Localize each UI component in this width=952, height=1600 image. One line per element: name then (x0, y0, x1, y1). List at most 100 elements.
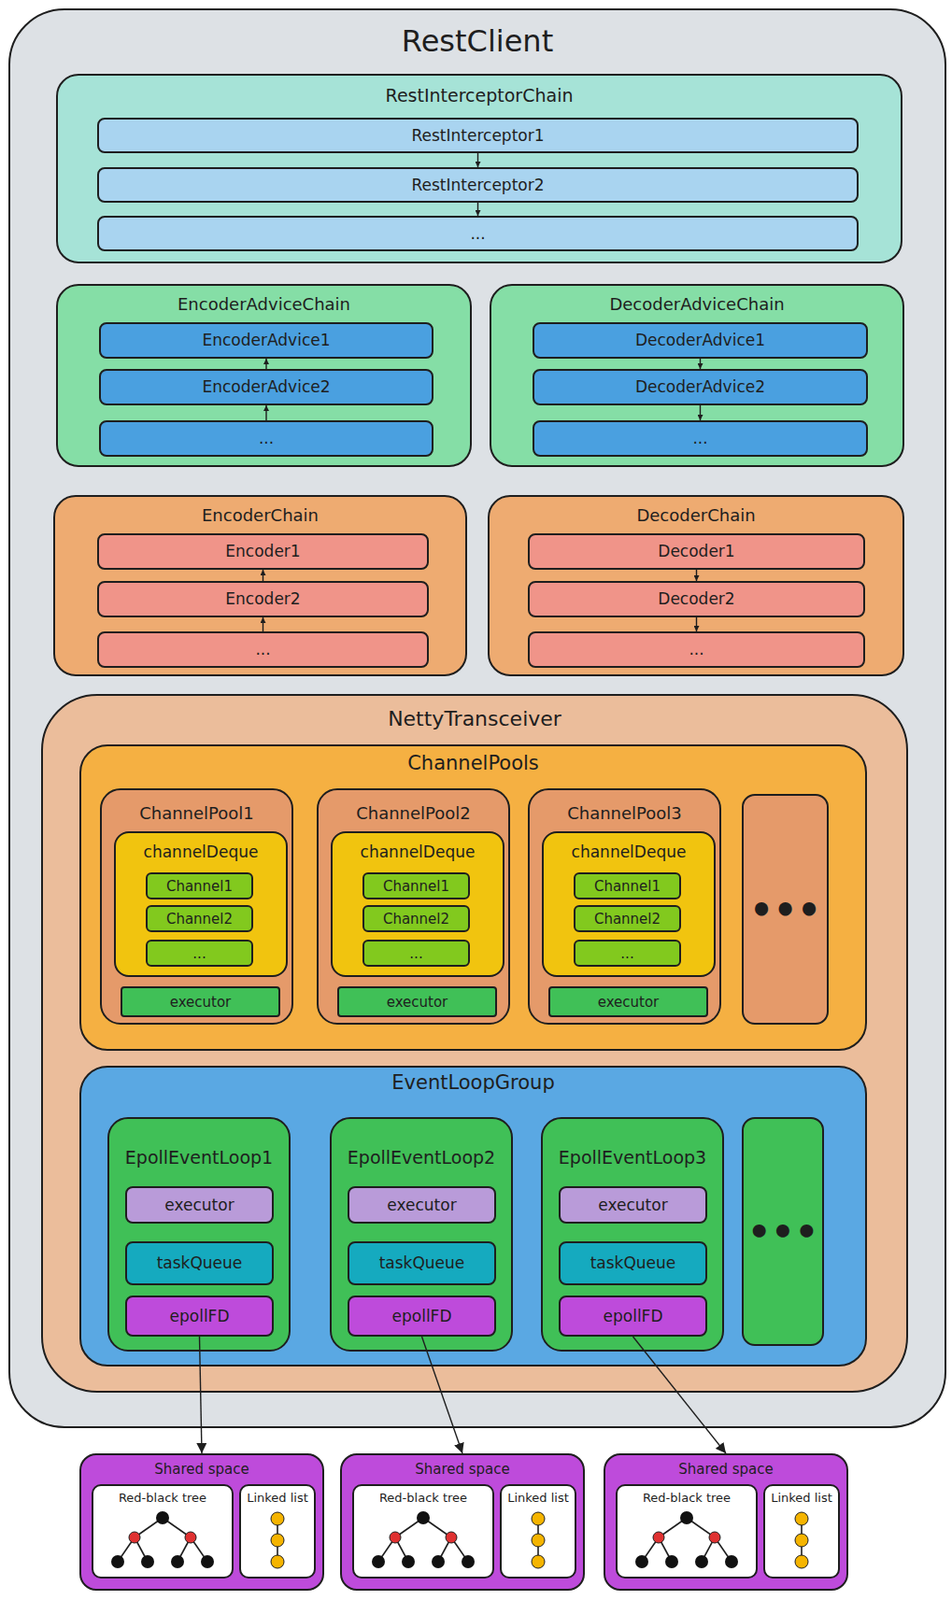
box-label: ... (99, 639, 427, 659)
box-title: channelDeque (543, 833, 714, 862)
container-box: Red-black tree (615, 1484, 758, 1579)
process-box: taskQueue (347, 1241, 497, 1286)
process-box: EncoderAdvice1 (99, 322, 434, 359)
process-box: executor (558, 1186, 708, 1224)
process-box: ... (97, 631, 429, 668)
process-box: executor (347, 1186, 497, 1224)
process-box: Channel2 (145, 905, 254, 933)
box-title: EpollEventLoop2 (331, 1119, 512, 1169)
process-box: ... (573, 939, 682, 967)
container-box: Red-black tree (352, 1484, 495, 1579)
container-box: Channel1Channel2...channelDeque (541, 831, 716, 978)
flow-arrow (696, 617, 697, 632)
process-box: executor (548, 986, 709, 1018)
process-box: taskQueue (125, 1241, 274, 1286)
box-label: ... (99, 224, 857, 243)
container-box: Channel1Channel2...channelDeque (330, 831, 505, 978)
red-black-tree (111, 1511, 214, 1569)
process-box: EncoderAdvice2 (99, 369, 434, 406)
container-box: Channel1Channel2...channelDequeexecutorC… (41, 694, 909, 1393)
linked-list (531, 1512, 545, 1569)
process-box: epollFD (347, 1295, 497, 1337)
box-title: Shared space (341, 1455, 583, 1478)
box-label: ... (364, 945, 469, 963)
box-title: Red-black tree (354, 1486, 493, 1507)
process-box: DecoderAdvice1 (532, 322, 868, 359)
box-title: ChannelPool2 (318, 790, 509, 825)
process-box: Decoder2 (527, 581, 866, 618)
process-box: Channel2 (573, 905, 682, 933)
box-title: RestClient (10, 10, 945, 59)
box-label: epollFD (560, 1307, 706, 1326)
process-box: executor (125, 1186, 274, 1224)
flow-arrow (699, 358, 701, 370)
container-box: Red-black tree (91, 1484, 234, 1579)
box-title: EventLoopGroup (81, 1067, 866, 1095)
box-label: ••• (743, 891, 827, 929)
box-label: taskQueue (560, 1253, 706, 1273)
box-title: Linked list (241, 1486, 314, 1507)
container-box: Linked list (763, 1484, 840, 1579)
box-label: executor (122, 994, 279, 1011)
container-box: Decoder1Decoder2... DecoderChain (487, 495, 905, 677)
box-title: RestInterceptorChain (57, 75, 901, 107)
flow-arrow (422, 1336, 464, 1454)
box-title: DecoderChain (489, 497, 903, 526)
box-label: executor (349, 1195, 495, 1215)
flow-arrow (265, 358, 267, 370)
box-label: executor (560, 1195, 706, 1215)
flow-arrow (199, 1336, 203, 1454)
box-title: EncoderAdviceChain (57, 285, 470, 315)
box-label: ••• (743, 1213, 823, 1251)
box-label: EncoderAdvice2 (100, 377, 432, 397)
process-box: ... (532, 420, 868, 457)
red-black-tree (371, 1511, 475, 1569)
box-label: executor (127, 1195, 272, 1215)
box-title: ChannelPool3 (529, 790, 720, 825)
box-title: DecoderAdviceChain (491, 285, 903, 315)
box-label: EncoderAdvice1 (100, 330, 432, 350)
box-label: epollFD (349, 1307, 495, 1326)
box-label: Decoder1 (529, 541, 864, 561)
process-box: epollFD (125, 1295, 274, 1337)
box-label: Decoder2 (529, 589, 864, 609)
box-label: ... (147, 945, 252, 963)
more-box: ••• (741, 1117, 825, 1347)
box-label: DecoderAdvice1 (534, 330, 867, 350)
box-title: EncoderChain (55, 497, 466, 526)
flow-arrow (265, 405, 267, 421)
container-box: executor taskQueue epollFD EpollEventLoop2 (329, 1117, 513, 1352)
box-label: executor (550, 994, 707, 1011)
box-title: Linked list (765, 1486, 839, 1507)
container-box: EncoderAdvice1EncoderAdvice2...EncoderAd… (56, 284, 472, 468)
process-box: taskQueue (558, 1241, 708, 1286)
container-box: Encoder1Encoder2...EncoderChain (53, 495, 468, 677)
box-label: taskQueue (349, 1253, 495, 1273)
box-label: ... (529, 639, 864, 659)
box-title: Red-black tree (93, 1486, 232, 1507)
box-title: Shared space (81, 1455, 323, 1478)
box-title: Red-black tree (617, 1486, 756, 1507)
process-box: executor (337, 986, 498, 1018)
box-title: Shared space (605, 1455, 847, 1478)
container-box: Linked list (499, 1484, 577, 1579)
process-box: ... (527, 631, 866, 668)
container-box: Channel1Channel2...channelDequeexecutorC… (527, 788, 722, 1025)
container-box: Red-black tree Linked list Shared space (340, 1453, 585, 1592)
box-label: Encoder2 (99, 589, 427, 609)
process-box: RestInterceptor2 (97, 167, 859, 203)
flow-arrow (262, 569, 264, 582)
box-label: RestInterceptor2 (99, 175, 857, 195)
process-box: executor (120, 986, 281, 1018)
container-box: executortaskQueueepollFDEpollEventLoop1e… (79, 1065, 867, 1367)
box-label: epollFD (127, 1307, 272, 1326)
container-box: executortaskQueueepollFDEpollEventLoop3 (540, 1117, 725, 1352)
box-label: taskQueue (127, 1253, 272, 1273)
box-label: ... (534, 428, 867, 448)
more-box: ••• (741, 794, 829, 1025)
process-box: ... (145, 939, 254, 967)
container-box: Channel1Channel2...channelDequeexecutorC… (79, 744, 867, 1052)
process-box: DecoderAdvice2 (532, 369, 868, 406)
process-box: Channel1 (362, 872, 470, 900)
